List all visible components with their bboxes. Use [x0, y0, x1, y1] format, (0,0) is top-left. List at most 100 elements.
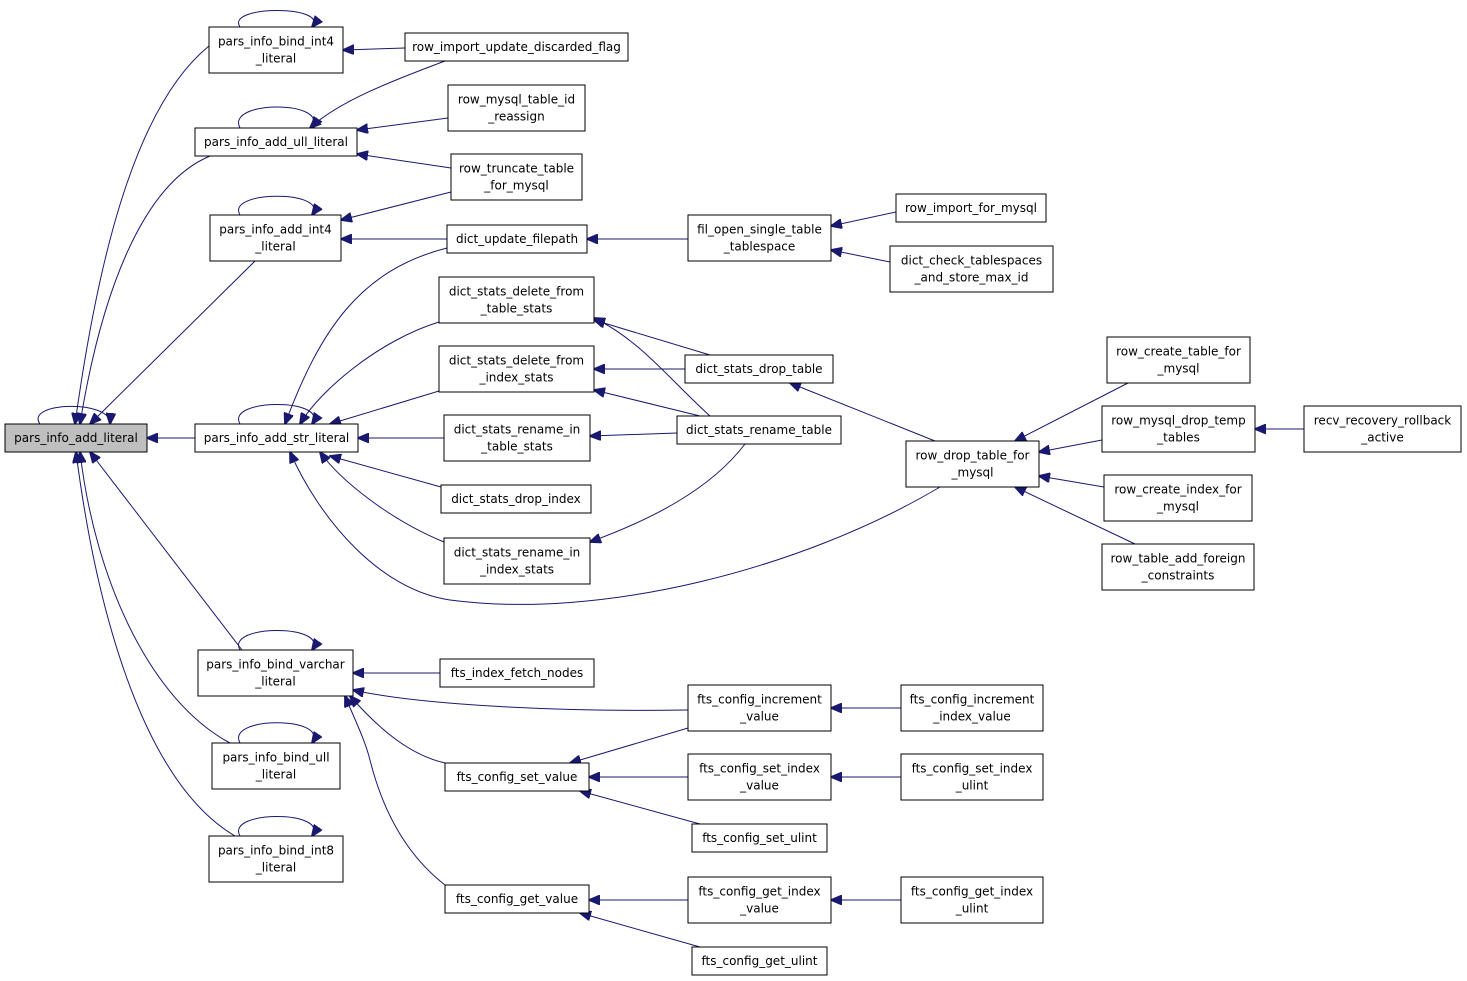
edge-fts_incr_value-to-bind_varchar — [353, 690, 689, 711]
node-label: row_create_table_for — [1116, 345, 1241, 359]
node-dss-ren-index[interactable]: dict_stats_rename_in_index_stats — [443, 537, 591, 585]
node-box[interactable] — [687, 684, 832, 732]
node-box[interactable] — [1303, 405, 1462, 453]
node-label: row_table_add_foreign — [1111, 552, 1246, 566]
node-box[interactable] — [443, 537, 591, 585]
node-label: _value — [739, 779, 779, 793]
node-box[interactable] — [450, 153, 583, 201]
node-box[interactable] — [404, 32, 629, 62]
node-box[interactable] — [889, 245, 1054, 293]
edges — [37, 10, 1304, 948]
node-dss-drop-table[interactable]: dict_stats_drop_table — [684, 354, 834, 384]
node-label: _tablespace — [723, 240, 796, 254]
node-box[interactable] — [209, 214, 342, 262]
node-fil-open[interactable]: fil_open_single_table_tablespace — [687, 214, 832, 262]
node-box[interactable] — [208, 26, 344, 74]
node-box[interactable] — [438, 345, 595, 393]
node-dict-check-ts[interactable]: dict_check_tablespaces_and_store_max_id — [889, 245, 1054, 293]
node-box[interactable] — [691, 946, 828, 976]
node-label: dict_stats_rename_in — [454, 546, 581, 560]
node-fts-get-index-value[interactable]: fts_config_get_index_value — [687, 876, 832, 924]
node-label: _literal — [255, 768, 296, 782]
node-fts-get-value[interactable]: fts_config_get_value — [444, 884, 590, 914]
node-box[interactable] — [684, 354, 834, 384]
node-row-mysql-table-id[interactable]: row_mysql_table_id_reassign — [447, 84, 586, 132]
node-box[interactable] — [687, 214, 832, 262]
node-fts-get-ulint[interactable]: fts_config_get_ulint — [691, 946, 828, 976]
node-box[interactable] — [194, 423, 359, 453]
node-bind-int8[interactable]: pars_info_bind_int8_literal — [208, 835, 344, 883]
node-bind-varchar[interactable]: pars_info_bind_varchar _literal — [197, 649, 354, 697]
node-box[interactable] — [439, 658, 595, 688]
node-box[interactable] — [895, 193, 1047, 223]
node-box[interactable] — [197, 649, 354, 697]
node-box[interactable] — [900, 753, 1044, 801]
node-recv-recovery[interactable]: recv_recovery_rollback_active — [1303, 405, 1462, 453]
node-box[interactable] — [194, 127, 358, 157]
node-add-str[interactable]: pars_info_add_str_literal — [194, 423, 359, 453]
node-add-int4[interactable]: pars_info_add_int4_literal — [209, 214, 342, 262]
node-dss-del-index[interactable]: dict_stats_delete_from_index_stats — [438, 345, 595, 393]
node-box[interactable] — [443, 414, 591, 462]
node-fts-set-ulint[interactable]: fts_config_set_ulint — [691, 823, 828, 853]
node-box[interactable] — [446, 224, 588, 254]
node-box[interactable] — [676, 415, 842, 445]
node-fts-set-index-value[interactable]: fts_config_set_index_value — [687, 753, 832, 801]
node-label: pars_info_bind_varchar — [206, 658, 345, 672]
node-row-import-upd[interactable]: row_import_update_discarded_flag — [404, 32, 629, 62]
node-row-truncate[interactable]: row_truncate_table_for_mysql — [450, 153, 583, 201]
node-row-drop-table[interactable]: row_drop_table_for_mysql — [905, 440, 1040, 488]
node-row-table-add-fk[interactable]: row_table_add_foreign_constraints — [1101, 543, 1255, 591]
node-box[interactable] — [900, 684, 1044, 732]
node-box[interactable] — [447, 84, 586, 132]
node-label: dict_stats_drop_table — [695, 362, 822, 376]
node-box[interactable] — [208, 835, 344, 883]
node-label: row_import_for_mysql — [905, 201, 1037, 215]
node-box[interactable] — [211, 742, 341, 790]
node-box[interactable] — [1106, 336, 1251, 384]
node-box[interactable] — [691, 823, 828, 853]
node-add-ull[interactable]: pars_info_add_ull_literal — [194, 127, 358, 157]
node-label: _mysql — [951, 466, 994, 480]
node-box[interactable] — [687, 753, 832, 801]
node-fts-index-fetch[interactable]: fts_index_fetch_nodes — [439, 658, 595, 688]
node-bind-int4[interactable]: pars_info_bind_int4_literal — [208, 26, 344, 74]
node-label: _active — [1360, 431, 1403, 445]
node-row-create-table[interactable]: row_create_table_for_mysql — [1106, 336, 1251, 384]
node-fts-get-index-ulint[interactable]: fts_config_get_index_ulint — [900, 876, 1044, 924]
node-bind-ull[interactable]: pars_info_bind_ull_literal — [211, 742, 341, 790]
node-box[interactable] — [900, 876, 1044, 924]
node-row-import-mysql[interactable]: row_import_for_mysql — [895, 193, 1047, 223]
node-box[interactable] — [4, 423, 148, 453]
node-dss-ren-table[interactable]: dict_stats_rename_in_table_stats — [443, 414, 591, 462]
node-label: _literal — [254, 675, 295, 689]
node-fts-incr-index[interactable]: fts_config_increment_index_value — [900, 684, 1044, 732]
edge-row_table_add_fk-to-row_drop_table — [1015, 487, 1136, 545]
node-box[interactable] — [438, 276, 595, 324]
node-dss-rename-table[interactable]: dict_stats_rename_table — [676, 415, 842, 445]
node-label: _value — [739, 902, 779, 916]
node-box[interactable] — [1101, 405, 1256, 453]
node-fts-incr-value[interactable]: fts_config_increment_value — [687, 684, 832, 732]
node-label: _ulint — [955, 902, 989, 916]
node-box[interactable] — [1101, 543, 1255, 591]
node-box[interactable] — [905, 440, 1040, 488]
node-dss-drop-index[interactable]: dict_stats_drop_index — [440, 484, 592, 514]
node-box[interactable] — [444, 762, 590, 792]
node-label: fts_config_increment — [910, 693, 1035, 707]
node-box[interactable] — [1103, 474, 1253, 522]
node-fts-set-value[interactable]: fts_config_set_value — [444, 762, 590, 792]
node-dict-update-fp[interactable]: dict_update_filepath — [446, 224, 588, 254]
node-fts-set-index-ulint[interactable]: fts_config_set_index_ulint — [900, 753, 1044, 801]
node-add-literal[interactable]: pars_info_add_literal — [4, 423, 148, 453]
node-row-mysql-drop-temp[interactable]: row_mysql_drop_temp_tables — [1101, 405, 1256, 453]
node-box[interactable] — [444, 884, 590, 914]
node-box[interactable] — [440, 484, 592, 514]
node-label: fts_config_get_value — [456, 892, 578, 906]
node-dss-del-table[interactable]: dict_stats_delete_from_table_stats — [438, 276, 595, 324]
edge-self-add_ull — [238, 106, 315, 128]
node-row-create-index[interactable]: row_create_index_for_mysql — [1103, 474, 1253, 522]
node-box[interactable] — [687, 876, 832, 924]
edge-row_truncate-to-add_int4 — [341, 191, 452, 220]
